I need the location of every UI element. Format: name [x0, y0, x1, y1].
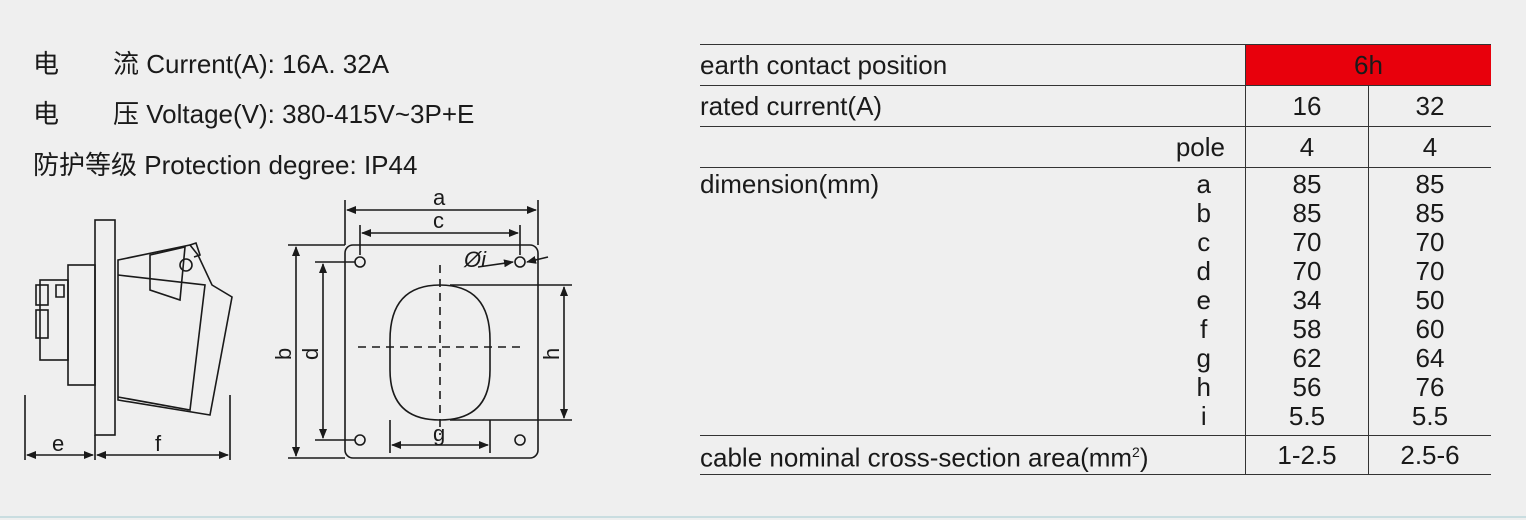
cable-label-sup: 2 [1132, 443, 1140, 460]
dimension-32a-c: 70 [1415, 227, 1445, 257]
dim-label-g: g [433, 421, 445, 446]
cable-label-close: ) [1139, 442, 1149, 473]
dimension-32a-g: 64 [1415, 343, 1445, 373]
dimension-key-d: d [1196, 256, 1211, 286]
dimension-key-a: a [1196, 169, 1211, 199]
dimension-16a-a: 85 [1292, 169, 1322, 199]
dimension-16a-e: 34 [1292, 285, 1322, 315]
dimension-key-g: g [1196, 343, 1211, 373]
dimension-16a-d: 70 [1292, 256, 1322, 286]
dimension-key-e: e [1196, 285, 1211, 315]
technical-drawing: e f a c b d h g Øi [24, 185, 572, 460]
front-view [288, 200, 572, 459]
dimension-16a-g: 62 [1292, 343, 1322, 373]
row-pole: pole 4 4 [700, 126, 1491, 168]
row-earth-contact: earth contact position 6h [700, 44, 1491, 86]
dimension-16a-h: 56 [1292, 372, 1322, 402]
spec-table: earth contact position 6h rated current(… [700, 44, 1491, 475]
pole-v2: 4 [1368, 126, 1491, 168]
cable-label: cable nominal cross-section area(mm2) [700, 435, 1246, 475]
spec-current-cn2: 流 [113, 50, 140, 80]
dim-label-e: e [52, 431, 64, 456]
dimension-16a-c: 70 [1292, 227, 1322, 257]
dimension-key-f: f [1200, 314, 1208, 344]
spec-voltage: 电 压 Voltage(V): 380-415V~3P+E [33, 94, 474, 131]
pole-label: pole [700, 126, 1246, 168]
spec-protection: 防护等级 Protection degree: IP44 [33, 145, 417, 182]
dim-label-f: f [155, 431, 162, 456]
dimension-label: dimension(mm) [700, 169, 880, 199]
spec-protection-en: Protection degree: IP44 [144, 150, 418, 180]
dim-label-phi-i: Øi [463, 247, 487, 272]
spec-voltage-cn1: 电 [33, 100, 60, 130]
dimension-32a-b: 85 [1415, 198, 1445, 228]
spec-current: 电 流 Current(A): 16A. 32A [33, 44, 389, 81]
dimension-32a-f: 60 [1415, 314, 1445, 344]
dim-label-c: c [433, 208, 444, 233]
dimension-32a-d: 70 [1415, 256, 1445, 286]
dimension-key-i: i [1200, 401, 1207, 431]
side-view [24, 219, 233, 460]
dimension-32a-h: 76 [1415, 372, 1445, 402]
pole-v1: 4 [1245, 126, 1369, 168]
spec-current-cn1: 电 [33, 50, 60, 80]
dim-label-a: a [433, 185, 446, 210]
earth-contact-value: 6h [1245, 44, 1491, 86]
dim-label-b: b [271, 348, 296, 360]
earth-contact-label: earth contact position [700, 44, 1246, 86]
dimension-key-h: h [1196, 372, 1211, 402]
dim-label-h: h [539, 348, 564, 360]
spec-protection-cn: 防护等级 [33, 151, 138, 181]
spec-current-en: Current(A): 16A. 32A [146, 49, 390, 79]
row-cable: cable nominal cross-section area(mm2) 1-… [700, 435, 1491, 475]
cable-v2: 2.5-6 [1368, 435, 1491, 475]
dimension-32a-i: 5.5 [1411, 401, 1449, 431]
dimension-16a-i: 5.5 [1288, 401, 1326, 431]
bottom-divider [0, 516, 1526, 518]
rated-current-label: rated current(A) [700, 85, 1246, 127]
spec-voltage-en: Voltage(V): 380-415V~3P+E [146, 99, 475, 129]
dimension-key-b: b [1196, 198, 1211, 228]
dimension-16a-b: 85 [1292, 198, 1322, 228]
row-rated-current: rated current(A) 16 32 [700, 85, 1491, 127]
rated-current-v1: 16 [1245, 85, 1369, 127]
cable-v1: 1-2.5 [1245, 435, 1369, 475]
dimension-32a-a: 85 [1415, 169, 1445, 199]
rated-current-v2: 32 [1368, 85, 1491, 127]
cable-label-text: cable nominal cross-section area(mm [700, 442, 1133, 473]
dimension-32a-e: 50 [1415, 285, 1445, 315]
spec-voltage-cn2: 压 [113, 100, 140, 130]
dimension-16a-f: 58 [1292, 314, 1322, 344]
dim-label-d: d [298, 348, 323, 360]
dimension-key-c: c [1197, 227, 1211, 257]
